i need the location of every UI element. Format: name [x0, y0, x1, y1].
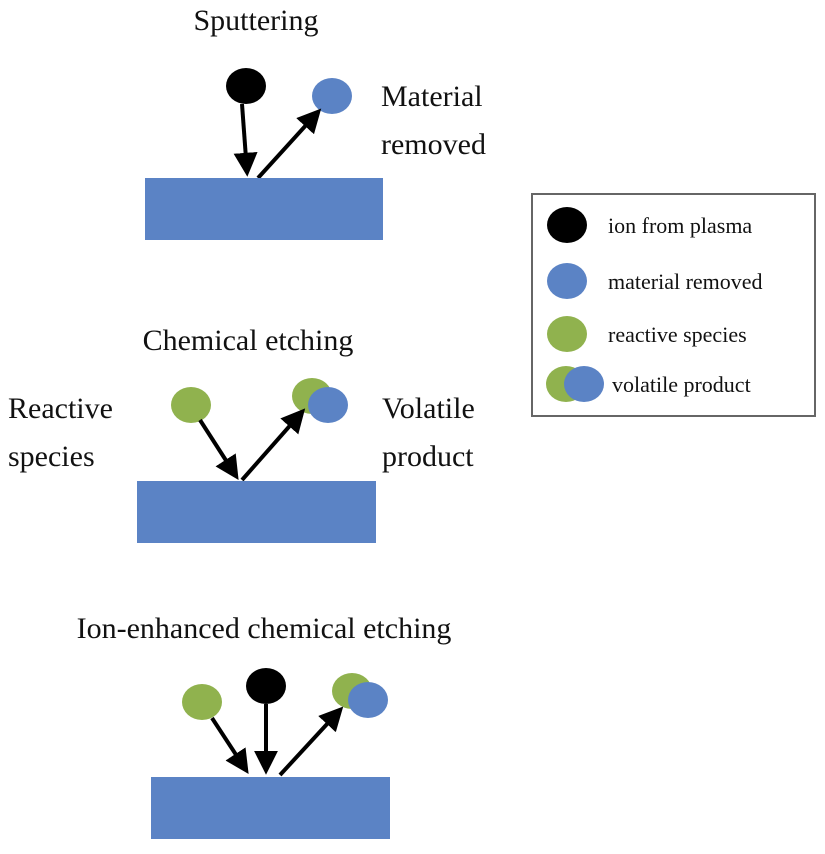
volatile-product-material-part [308, 387, 348, 423]
legend-label-material: material removed [608, 269, 763, 294]
legend-label-volatile: volatile product [612, 372, 751, 397]
ion-particle [226, 68, 266, 104]
reactive-species-particle [171, 387, 211, 423]
material-removed-particle [312, 78, 352, 114]
ion-enhanced-title: Ion-enhanced chemical etching [77, 612, 452, 645]
volatile-icon-material-part [564, 366, 604, 402]
sputtering-panel: Sputtering Material removed [145, 4, 486, 240]
material-dot-icon [547, 263, 587, 299]
outgoing-material-arrow [256, 108, 322, 180]
ion-dot-icon [547, 207, 587, 243]
volatile-product-material-part [348, 682, 388, 718]
outgoing-volatile-arrow [240, 408, 306, 482]
incoming-reactive-arrow [210, 716, 249, 775]
incoming-reactive-arrow [198, 418, 239, 481]
incoming-ion-arrow [233, 103, 258, 177]
legend-label-ion: ion from plasma [608, 213, 752, 238]
ion-enhanced-substrate [151, 777, 390, 839]
outgoing-volatile-arrow [278, 706, 344, 777]
sputtering-title: Sputtering [194, 4, 319, 37]
legend-label-reactive: reactive species [608, 322, 747, 347]
material-removed-label-2: removed [381, 128, 486, 161]
volatile-dot-icon [546, 366, 604, 402]
chemical-substrate [137, 481, 376, 543]
chemical-etching-title: Chemical etching [143, 324, 354, 357]
chemical-etching-panel: Chemical etching Reactive species Volati… [8, 324, 475, 543]
sputtering-substrate [145, 178, 383, 240]
legend: ion from plasma material removed reactiv… [531, 193, 816, 417]
reactive-species-label-2: species [8, 440, 95, 473]
volatile-product-label-1: Volatile [382, 392, 475, 425]
ion-enhanced-panel: Ion-enhanced chemical etching [77, 612, 452, 839]
ion-particle [246, 668, 286, 704]
volatile-product-label-2: product [382, 440, 474, 473]
reactive-dot-icon [547, 316, 587, 352]
material-removed-label-1: Material [381, 80, 483, 113]
reactive-species-particle [182, 684, 222, 720]
reactive-species-label-1: Reactive [8, 392, 113, 425]
